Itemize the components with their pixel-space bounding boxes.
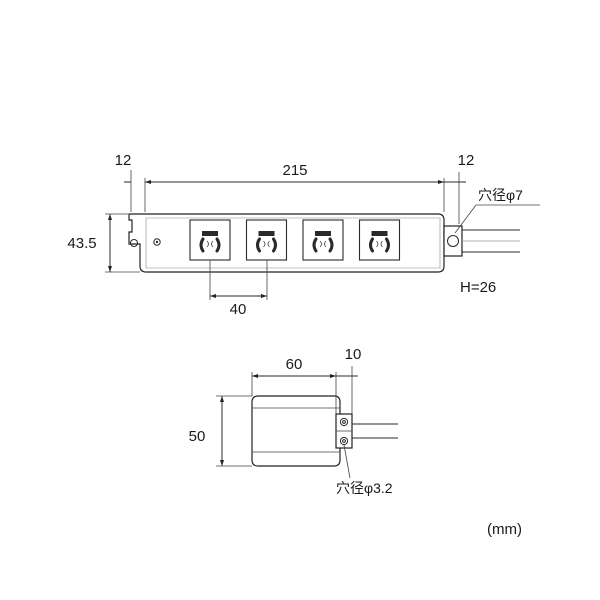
dim-label-40: 40 xyxy=(230,301,247,318)
dimension-60: 60 xyxy=(251,356,337,414)
outlet-icon xyxy=(245,219,288,261)
units-label: (mm) xyxy=(487,521,522,538)
dim-label-215: 215 xyxy=(282,162,307,179)
dimension-12-left: 12 xyxy=(115,152,132,212)
dimension-50: 50 xyxy=(189,395,252,467)
right-end-block xyxy=(443,225,463,257)
outlet-icon xyxy=(302,219,344,261)
cord xyxy=(462,229,520,253)
dimension-43-5: 43.5 xyxy=(67,213,140,273)
dim-label-50: 50 xyxy=(189,428,206,445)
hole-leader-3-2: 穴径φ3.2 xyxy=(336,444,393,496)
height-note: H=26 xyxy=(460,279,496,296)
side-tabs xyxy=(335,413,353,449)
side-body xyxy=(251,395,341,467)
dimension-40: 40 xyxy=(209,260,268,318)
outlet-icon xyxy=(189,219,231,261)
side-cord xyxy=(352,423,398,439)
dim-label-12-left: 12 xyxy=(115,152,132,169)
hole-label-3-2: 穴径φ3.2 xyxy=(336,480,393,496)
dimension-215: 215 xyxy=(144,162,445,212)
screw-icon xyxy=(153,238,161,246)
dim-label-43-5: 43.5 xyxy=(67,235,96,252)
tab-hole-bottom-icon xyxy=(339,436,349,446)
dimension-12-right: 12 xyxy=(444,152,474,224)
top-view: 215 12 12 穴径φ7 43.5 xyxy=(67,152,540,318)
dim-label-60: 60 xyxy=(286,356,303,373)
left-tab-hole-icon xyxy=(130,239,138,247)
tab-hole-top-icon xyxy=(339,417,349,427)
hole-leader-7: 穴径φ7 xyxy=(454,187,540,234)
mounting-hole-icon xyxy=(447,235,459,247)
outlet-icon xyxy=(358,219,401,261)
side-view: 60 10 50 穴径φ3.2 xyxy=(189,346,398,496)
dimension-10: 10 xyxy=(336,346,361,414)
outlet-group xyxy=(189,219,401,261)
dim-label-10: 10 xyxy=(345,346,362,363)
hole-label-7: 穴径φ7 xyxy=(478,187,523,203)
dim-label-12-right: 12 xyxy=(458,152,475,169)
